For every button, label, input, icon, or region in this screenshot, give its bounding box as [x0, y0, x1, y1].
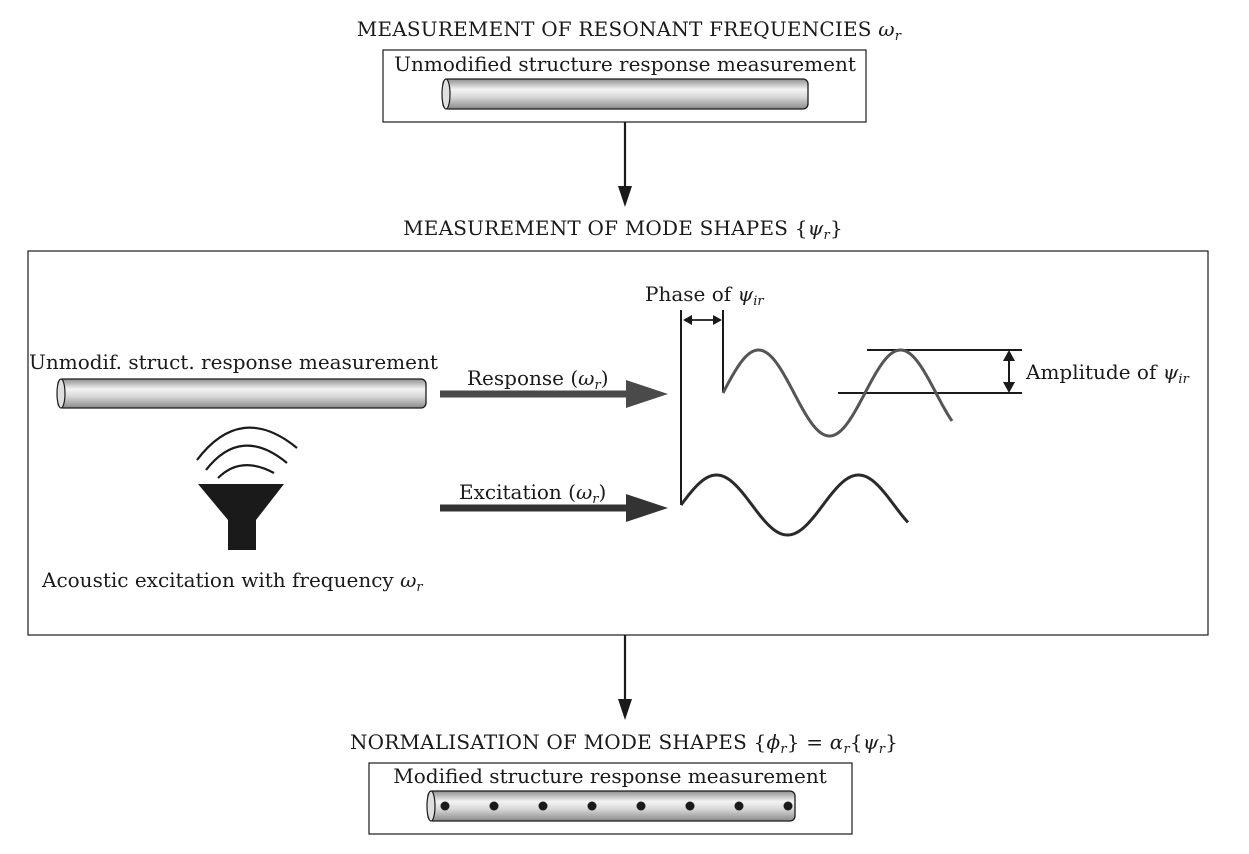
stage3-box	[368, 762, 853, 835]
beam-icon	[426, 790, 796, 822]
measurement-point	[587, 801, 597, 811]
measurement-points	[440, 801, 793, 811]
measurement-point	[489, 801, 499, 811]
stage1-box-label: Unmodified structure response measuremen…	[394, 52, 856, 76]
arrow-down-1	[618, 122, 632, 207]
measurement-point	[636, 801, 646, 811]
response-label: Response (ωr)	[467, 366, 609, 393]
stage1-title: MEASUREMENT OF RESONANT FREQUENCIES ωr	[356, 17, 902, 44]
arrow-down-2	[618, 635, 632, 720]
amplitude-label: Amplitude of ψir	[1026, 360, 1189, 387]
excitation-arrow	[440, 494, 668, 522]
response-wave	[721, 348, 954, 438]
measurement-point	[538, 801, 548, 811]
speaker-icon	[198, 484, 284, 550]
excitation-wave	[679, 473, 910, 537]
measurement-point	[440, 801, 450, 811]
measurement-point	[783, 801, 793, 811]
signal-plot	[679, 310, 1022, 537]
stage2-title: MEASUREMENT OF MODE SHAPES {ψr}	[403, 216, 843, 243]
stage3-box-label: Modified structure response measurement	[393, 764, 827, 788]
beam-icon	[441, 78, 809, 110]
stage2-box	[27, 250, 1209, 636]
response-arrow	[440, 380, 668, 408]
phase-label: Phase of ψir	[645, 282, 764, 309]
sound-wave-icon	[196, 426, 298, 479]
stage3-title: NORMALISATION OF MODE SHAPES {ϕr} = αr{ψ…	[349, 730, 899, 757]
beam-label: Unmodif. struct. response measurement	[29, 350, 438, 374]
beam-icon	[56, 378, 427, 409]
measurement-point	[734, 801, 744, 811]
measurement-point	[685, 801, 695, 811]
acoustic-label: Acoustic excitation with frequency ωr	[42, 568, 423, 595]
excitation-label: Excitation (ωr)	[459, 480, 607, 507]
